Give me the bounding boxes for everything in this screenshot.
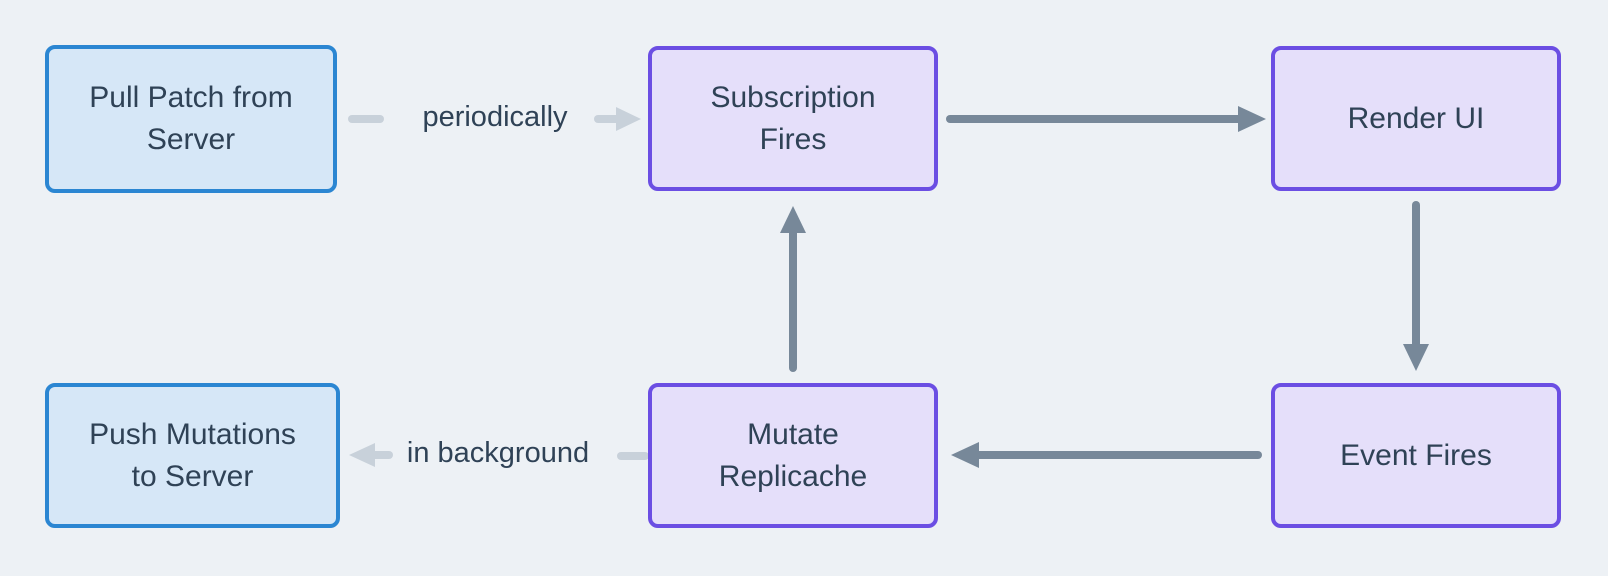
node-subscription-fires: Subscription Fires (648, 46, 938, 191)
edge-label-periodically: periodically (422, 101, 568, 133)
node-pull-patch-from-server: Pull Patch from Server (45, 45, 337, 193)
node-label-line: Render UI (1347, 101, 1485, 135)
node-push-mutations-to-server: Push Mutations to Server (45, 383, 340, 528)
node-render-ui: Render UI (1271, 46, 1561, 191)
node-event-fires: Event Fires (1271, 383, 1561, 528)
edge-arrow-subscription-to-render-ui (946, 106, 1266, 132)
edge-arrow-render-ui-to-event-fires (1403, 201, 1429, 371)
node-label-line: Fires (759, 122, 827, 156)
edge-arrow-mutate-replicache-to-subscription (780, 206, 806, 372)
edge-label-in-background: in background (406, 437, 590, 469)
node-label-line: Server (146, 123, 236, 156)
node-label-line: to Server (131, 459, 254, 493)
node-label-line: Mutate (747, 417, 839, 451)
node-label-line: Replicache (718, 459, 868, 493)
node-label-line: Pull Patch from (89, 81, 293, 114)
node-label-line: Push Mutations (89, 417, 296, 451)
node-mutate-replicache: Mutate Replicache (648, 383, 938, 528)
node-label-line: Event Fires (1340, 438, 1492, 472)
edge-arrow-event-fires-to-mutate-replicache (951, 442, 1262, 468)
node-label-line: Subscription (710, 80, 876, 114)
